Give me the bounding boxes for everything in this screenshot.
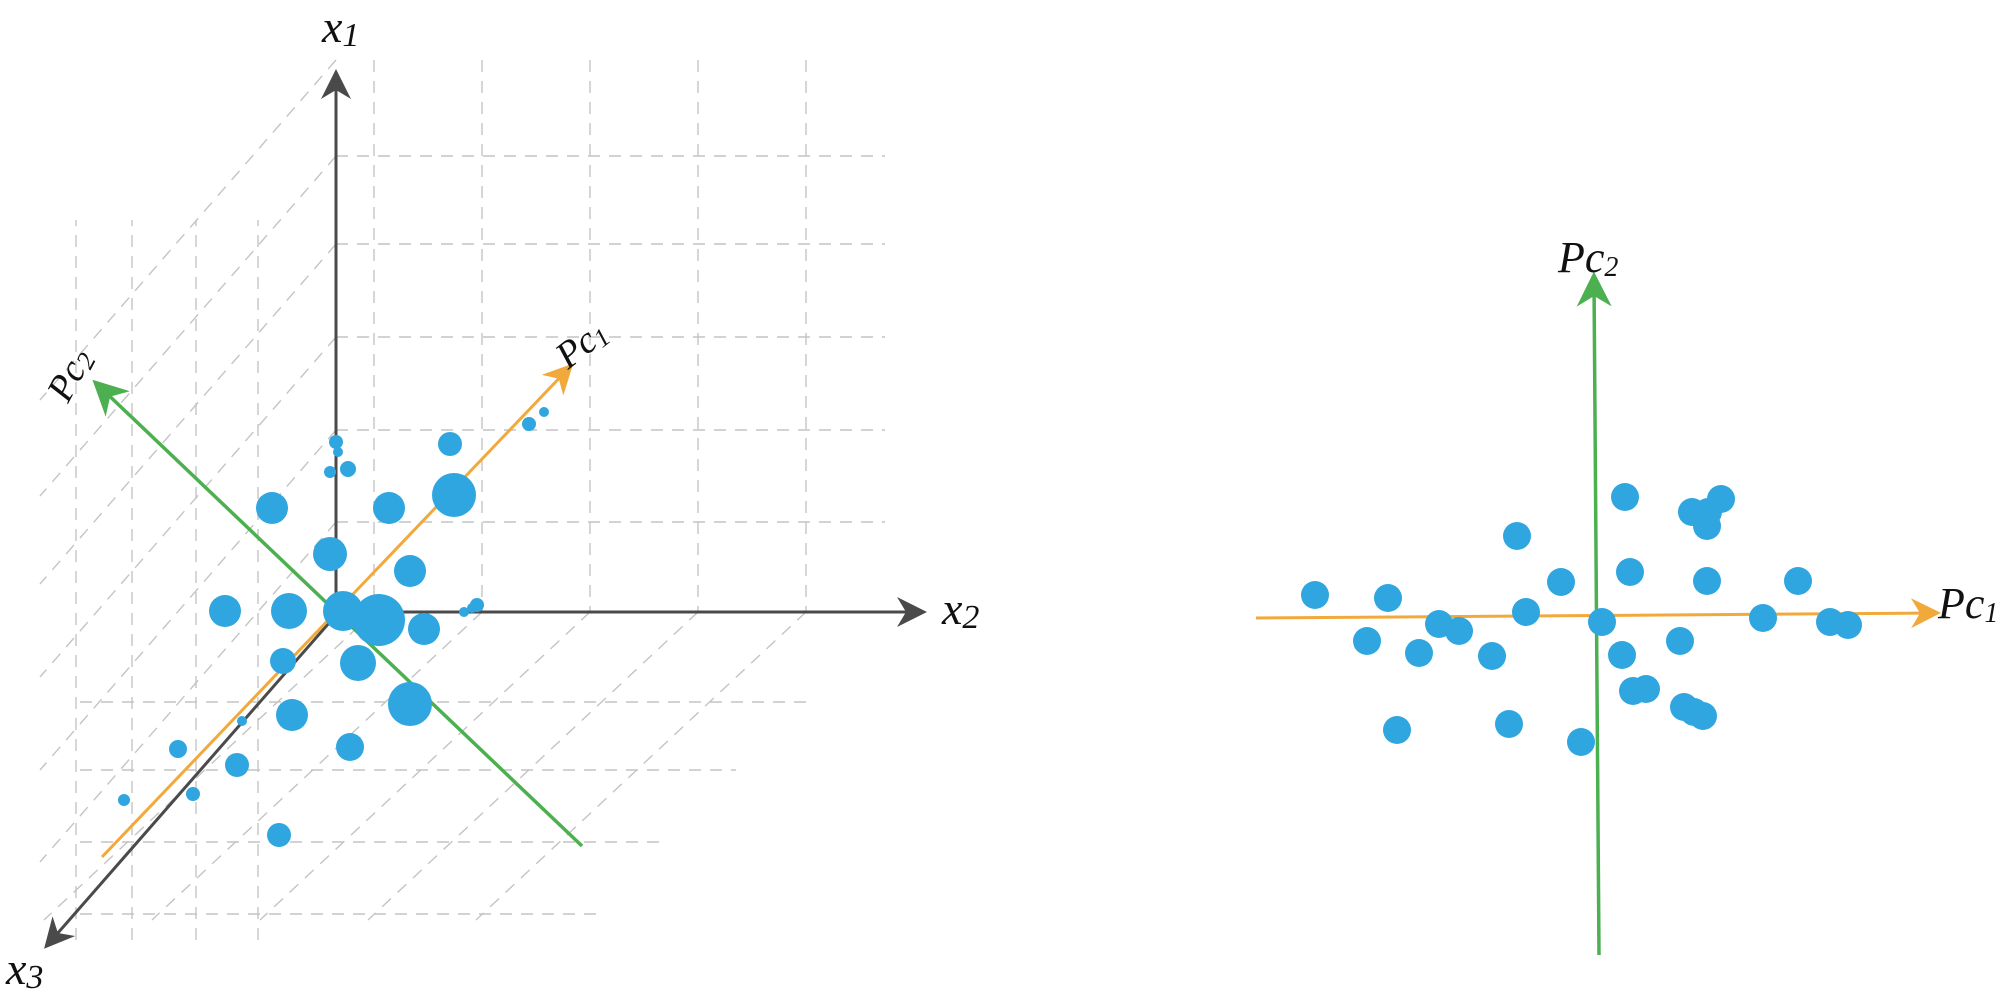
data-point-3d	[271, 593, 307, 629]
data-point-2d	[1512, 598, 1540, 626]
floor-grid-diagonal	[151, 611, 483, 921]
data-point-2d	[1784, 567, 1812, 595]
data-point-3d	[209, 595, 241, 627]
data-point-2d	[1611, 483, 1639, 511]
data-point-2d	[1834, 611, 1862, 639]
data-point-2d	[1547, 568, 1575, 596]
data-point-2d	[1445, 617, 1473, 645]
data-point-3d	[276, 699, 308, 731]
data-point-2d	[1374, 584, 1402, 612]
data-point-2d	[1616, 558, 1644, 586]
data-point-2d	[1666, 627, 1694, 655]
data-point-3d	[432, 473, 476, 517]
data-point-2d	[1495, 710, 1523, 738]
pc1-label-2d: Pc1	[1937, 579, 1998, 629]
data-point-3d	[267, 823, 291, 847]
data-point-3d	[388, 682, 432, 726]
floor-grid-diagonal	[475, 611, 807, 921]
data-point-2d	[1588, 608, 1616, 636]
data-point-3d	[459, 607, 469, 617]
floor-grid-diagonal	[367, 611, 699, 921]
data-point-3d	[539, 407, 549, 417]
data-point-2d	[1353, 627, 1381, 655]
data-point-3d	[329, 435, 343, 449]
data-point-3d	[408, 613, 440, 645]
data-point-3d	[270, 648, 296, 674]
points-2d	[1301, 483, 1862, 756]
data-point-2d	[1693, 567, 1721, 595]
data-point-3d	[186, 787, 200, 801]
pc2-label-2d: Pc2	[1557, 233, 1618, 283]
data-point-2d	[1567, 728, 1595, 756]
grid-3d	[39, 59, 885, 940]
side-grid-diagonal	[39, 243, 337, 585]
data-point-3d	[470, 598, 484, 612]
data-point-2d	[1632, 675, 1660, 703]
data-point-3d	[373, 492, 405, 524]
data-point-3d	[313, 537, 347, 571]
left-3d-panel: x1 x2 x3 Pc1 Pc2	[5, 1, 979, 996]
data-point-2d	[1689, 702, 1717, 730]
data-point-3d	[394, 555, 426, 587]
data-point-3d	[340, 461, 356, 477]
x3-label: x3	[5, 943, 43, 996]
floor-grid-diagonal	[43, 611, 375, 921]
data-point-3d	[324, 466, 336, 478]
data-point-2d	[1693, 512, 1721, 540]
data-point-3d	[353, 594, 405, 646]
data-point-2d	[1383, 716, 1411, 744]
data-point-3d	[336, 733, 364, 761]
floor-grid-diagonal	[259, 611, 591, 921]
data-point-2d	[1405, 639, 1433, 667]
data-point-3d	[333, 447, 343, 457]
data-point-3d	[225, 753, 249, 777]
data-point-3d	[438, 432, 462, 456]
data-point-3d	[118, 794, 130, 806]
data-point-3d	[169, 740, 187, 758]
pc1-label-3d: Pc1	[547, 311, 616, 378]
pc2-label-3d: Pc2	[38, 342, 101, 410]
data-point-2d	[1749, 604, 1777, 632]
data-point-2d	[1503, 522, 1531, 550]
x2-label: x2	[941, 583, 979, 636]
side-grid-diagonal	[39, 155, 337, 497]
data-point-2d	[1707, 485, 1735, 513]
data-point-3d	[522, 417, 536, 431]
data-point-2d	[1301, 581, 1329, 609]
side-grid-diagonal	[39, 521, 337, 863]
data-point-2d	[1478, 642, 1506, 670]
side-grid-diagonal	[39, 59, 337, 401]
data-point-3d	[256, 492, 288, 524]
right-2d-panel: Pc2 Pc1	[1255, 233, 1998, 956]
data-point-3d	[340, 645, 376, 681]
data-point-2d	[1608, 641, 1636, 669]
x1-label: x1	[321, 1, 359, 54]
points-3d	[118, 407, 549, 847]
data-point-3d	[323, 591, 363, 631]
data-point-3d	[237, 716, 247, 726]
